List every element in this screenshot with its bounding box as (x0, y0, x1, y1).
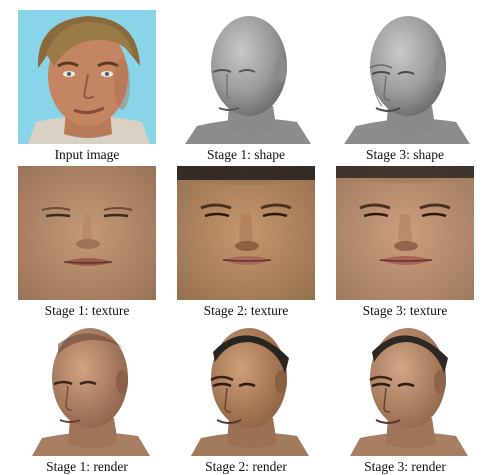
cell-stage1-shape: Stage 1: shape (177, 10, 315, 162)
stage3-shape-image (336, 10, 474, 144)
caption-stage2-render: Stage 2: render (205, 459, 287, 474)
stage2-render-image (177, 322, 315, 456)
stage3-render-image (336, 322, 474, 456)
cell-input-image: Input image (18, 10, 156, 162)
stage2-texture-image (177, 166, 315, 300)
caption-input-image: Input image (54, 147, 120, 162)
input-image (18, 10, 156, 144)
cell-stage1-render: Stage 1: render (18, 322, 156, 474)
stage3-texture-image (336, 166, 474, 300)
cell-stage3-texture: Stage 3: texture (336, 166, 474, 318)
stage1-shape-image (177, 10, 315, 144)
caption-stage2-texture: Stage 2: texture (203, 303, 289, 318)
caption-stage3-shape: Stage 3: shape (366, 147, 444, 162)
cell-stage2-texture: Stage 2: texture (177, 166, 315, 318)
cell-stage3-shape: Stage 3: shape (336, 10, 474, 162)
cell-stage2-render: Stage 2: render (177, 322, 315, 474)
caption-stage1-texture: Stage 1: texture (44, 303, 130, 318)
caption-stage1-shape: Stage 1: shape (207, 147, 285, 162)
caption-stage3-render: Stage 3: render (364, 459, 446, 474)
stage1-render-image (18, 322, 156, 456)
cell-stage3-render: Stage 3: render (336, 322, 474, 474)
caption-stage1-render: Stage 1: render (46, 459, 128, 474)
caption-stage3-texture: Stage 3: texture (362, 303, 448, 318)
cell-stage1-texture: Stage 1: texture (18, 166, 156, 318)
stage1-texture-image (18, 166, 156, 300)
